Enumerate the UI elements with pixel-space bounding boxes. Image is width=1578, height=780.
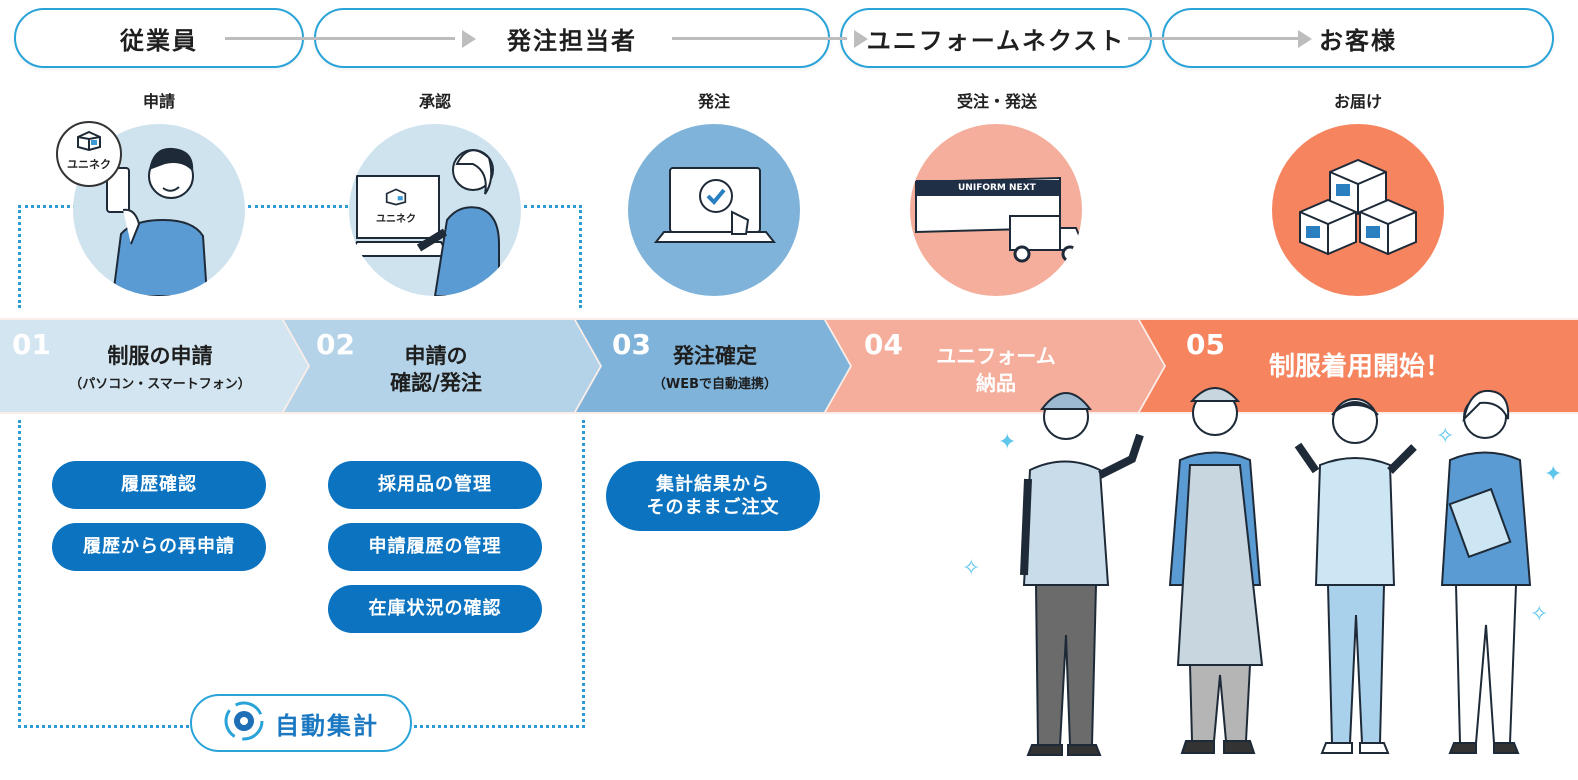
flow-arrow-head: [462, 30, 476, 48]
auto-total-loop-top-mid: [248, 205, 348, 208]
step-number-01: 01: [12, 328, 51, 361]
approver-computer-illustration: [349, 124, 521, 296]
step-title-01: 制服の申請: [107, 344, 213, 368]
flow-arrow-line: [1128, 37, 1298, 40]
step-number-05: 05: [1186, 328, 1225, 361]
sparkle-icon: ✦: [1544, 462, 1563, 487]
auto-total-badge: 自動集計: [190, 694, 412, 752]
feature-order-from-totals-line1: 集計結果から: [656, 473, 770, 495]
auto-total-label: 自動集計: [275, 711, 379, 740]
step-title-02-line1: 申請の: [404, 344, 468, 368]
step-number-03: 03: [612, 328, 651, 361]
step-title-04-line2: 納品: [976, 371, 1016, 395]
flow-arrow-head: [854, 30, 868, 48]
feature-order-from-totals: 集計結果から そのままご注文: [606, 461, 820, 531]
gear-cycle-icon: [223, 700, 265, 746]
feature-stock-status-check: 在庫状況の確認: [328, 585, 542, 633]
step-label-order: 発注: [697, 92, 730, 111]
feature-history-check: 履歴確認: [52, 461, 266, 509]
app-logo-text: ユニネク: [67, 158, 111, 171]
step-title-02-line2: 確認/発注: [390, 371, 482, 395]
laptop-order-illustration: [628, 124, 800, 296]
step-title-05: 制服着用開始！: [1268, 352, 1451, 382]
flow-arrow-line: [225, 37, 455, 40]
step-number-02: 02: [316, 328, 355, 361]
truck-warehouse-illustration: [910, 124, 1082, 296]
sparkle-icon: ✧: [962, 556, 981, 581]
auto-total-loop-top-left: [18, 205, 76, 308]
computer-screen-logo-text: ユニネク: [376, 214, 416, 225]
step-number-04: 04: [864, 328, 903, 361]
feature-reapply-from-history: 履歴からの再申請: [52, 523, 266, 571]
app-logo-badge: ユニネク: [56, 121, 122, 187]
computer-screen-logo: ユニネク: [366, 188, 426, 225]
uniformed-workers-illustration: [1020, 387, 1532, 756]
step-title-03: 発注確定: [673, 344, 757, 368]
step-label-deliver: お届け: [1333, 92, 1382, 111]
flow-arrow-head: [1298, 30, 1312, 48]
feature-application-history-management: 申請履歴の管理: [328, 523, 542, 571]
step-band-chevrons: [0, 318, 1578, 414]
actor-uniform-next: ユニフォームネクスト: [840, 8, 1152, 68]
step-label-ship: 受注・発送: [956, 92, 1037, 111]
feature-order-from-totals-line2: そのままご注文: [646, 497, 780, 518]
sparkle-icon: ✧: [1436, 424, 1455, 449]
truck-sign-text: UNIFORM NEXT: [958, 183, 1036, 193]
auto-total-loop-top-right: [524, 205, 582, 308]
step-title-04-line1: ユニフォーム: [936, 344, 1056, 368]
step-label-apply: 申請: [142, 92, 175, 111]
delivered-boxes-illustration: [1272, 124, 1444, 296]
step-sub-03: （WEBで自動連携）: [652, 377, 778, 392]
sparkle-icon: ✦: [998, 430, 1017, 455]
flow-arrow-line: [672, 37, 847, 40]
step-sub-01: （パソコン・スマートフォン）: [69, 377, 251, 392]
feature-adopted-item-management: 採用品の管理: [328, 461, 542, 509]
step-label-approve: 承認: [418, 92, 451, 111]
sparkle-icon: ✧: [1530, 602, 1549, 627]
